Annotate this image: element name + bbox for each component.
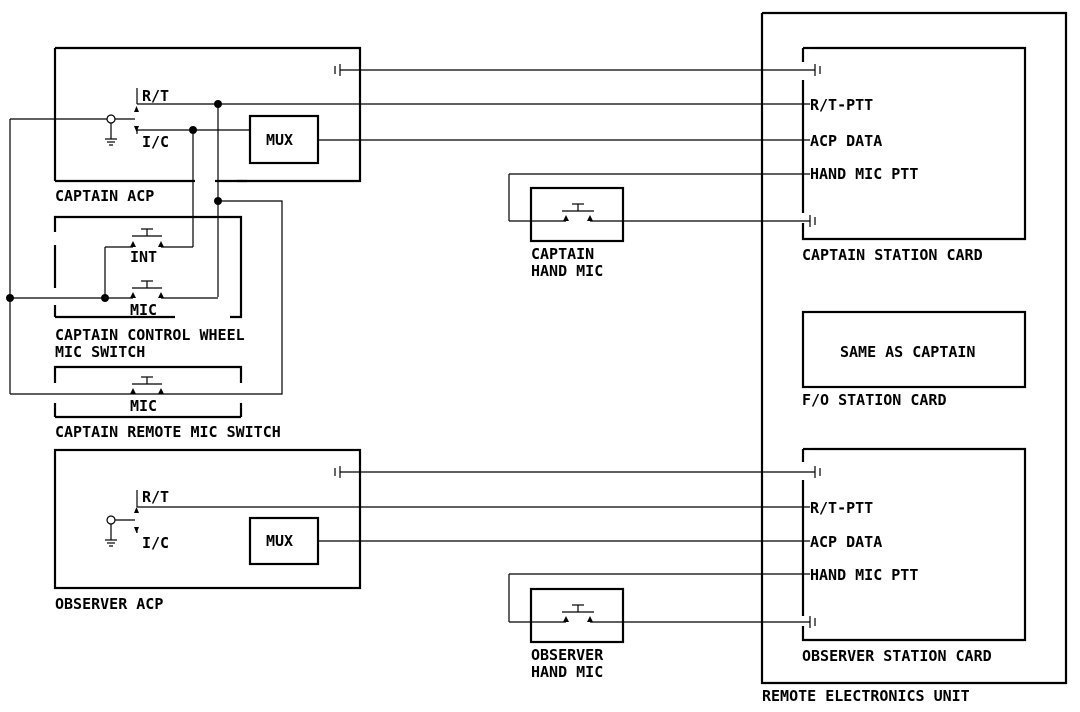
int-pushbutton: INT: [105, 228, 193, 266]
control-wheel-switch-box: [53, 215, 243, 319]
observer-hand-mic-ptt-label: HAND MIC PTT: [810, 566, 918, 584]
captain-acp-label: CAPTAIN ACP: [55, 187, 154, 205]
observer-hand-mic-pushbutton: [562, 604, 594, 622]
hand-mic-ptt-label: HAND MIC PTT: [810, 165, 918, 183]
captain-station-card: R/T-PTT ACP DATA HAND MIC PTT: [801, 46, 1027, 241]
observer-rt-ptt-label: R/T-PTT: [810, 499, 873, 517]
int-label: INT: [130, 248, 157, 266]
captain-hand-mic-box: [529, 186, 625, 243]
fo-station-card-label: F/O STATION CARD: [802, 391, 947, 409]
control-wheel-mic-label: MIC: [130, 301, 157, 319]
remote-mic-pushbutton: MIC: [130, 376, 164, 415]
observer-ic-label: I/C: [142, 534, 169, 552]
captain-acp-box: [55, 46, 362, 183]
observer-shield-line: [334, 466, 821, 478]
remote-mic-switch-label: CAPTAIN REMOTE MIC SWITCH: [55, 423, 281, 441]
captain-shield-line: [334, 64, 821, 76]
observer-acp-label: OBSERVER ACP: [55, 595, 163, 613]
captain-rt-label: R/T: [142, 87, 169, 105]
fo-station-card: [801, 310, 1027, 389]
rt-ptt-label: R/T-PTT: [810, 96, 873, 114]
same-as-captain-label: SAME AS CAPTAIN: [840, 343, 975, 361]
observer-station-card-label: OBSERVER STATION CARD: [802, 647, 992, 665]
observer-acp-data-label: ACP DATA: [810, 533, 882, 551]
observer-acp-box: [53, 448, 362, 590]
observer-rt-label: R/T: [142, 488, 169, 506]
observer-hand-mic-label-line2: HAND MIC: [531, 663, 603, 681]
remote-mic-label: MIC: [130, 397, 157, 415]
captain-station-card-label: CAPTAIN STATION CARD: [802, 246, 983, 264]
observer-hand-mic-box: [529, 587, 625, 644]
acp-data-label: ACP DATA: [810, 132, 882, 150]
captain-hand-mic-pushbutton: [562, 203, 594, 221]
remote-mic-switch-box: [53, 365, 243, 383]
captain-hand-mic-label-line1: CAPTAIN: [531, 245, 594, 263]
observer-mux-label: MUX: [266, 532, 293, 550]
observer-station-card: R/T-PTT ACP DATA HAND MIC PTT: [801, 447, 1027, 642]
control-wheel-label-line2: MIC SWITCH: [55, 343, 145, 361]
remote-electronics-unit-label: REMOTE ELECTRONICS UNIT: [762, 687, 970, 705]
captain-mux-label: MUX: [266, 131, 293, 149]
captain-hand-mic-label-line2: HAND MIC: [531, 262, 603, 280]
remote-electronics-unit-box: [760, 11, 1068, 685]
observer-hand-mic-label-line1: OBSERVER: [531, 646, 604, 664]
control-wheel-mic-pushbutton: MIC: [10, 280, 218, 319]
captain-ic-label: I/C: [142, 133, 169, 151]
control-wheel-label-line1: CAPTAIN CONTROL WHEEL: [55, 326, 245, 344]
